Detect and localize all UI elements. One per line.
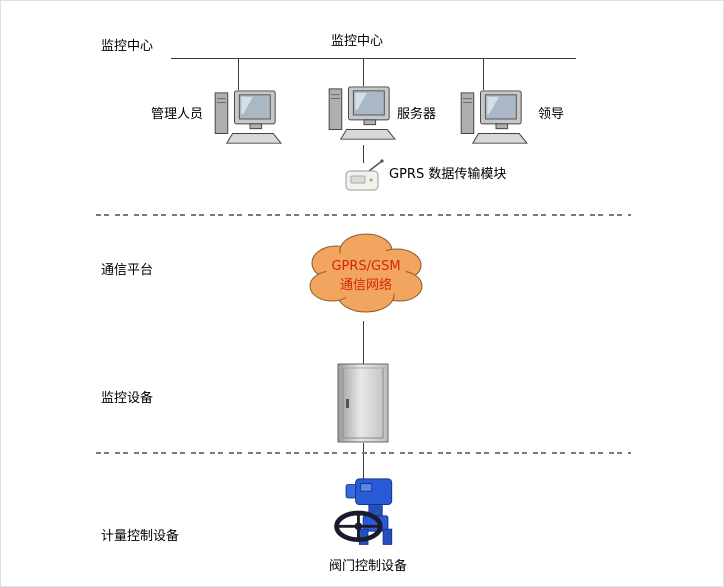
connector-cabinet-valve	[363, 443, 364, 479]
leader-label: 领导	[538, 107, 565, 122]
connector-cloud-cabinet	[363, 321, 364, 365]
drop-line-admin	[238, 58, 239, 90]
cloud-text-line1: GPRS/GSM	[331, 259, 400, 274]
drop-line-server	[363, 58, 364, 86]
backbone-line	[171, 58, 576, 59]
section-label-communication-platform: 通信平台	[101, 263, 154, 278]
gprs-module-icon	[341, 159, 391, 193]
computer-admin-icon	[211, 89, 289, 149]
computer-leader-icon	[457, 89, 535, 149]
cloud-text-line2: 通信网络	[340, 277, 392, 293]
network-cloud: GPRS/GSM 通信网络	[296, 225, 436, 325]
dashed-separator-2	[96, 452, 631, 454]
dashed-separator-1	[96, 214, 631, 216]
connector-server-module	[363, 145, 364, 163]
valve-icon	[329, 475, 405, 553]
computer-server-icon	[325, 85, 403, 145]
section-label-monitoring-center: 监控中心	[101, 39, 154, 54]
section-label-monitoring-device: 监控设备	[101, 391, 154, 406]
diagram-title: 监控中心	[331, 34, 384, 49]
section-label-metering-control-device: 计量控制设备	[101, 529, 180, 544]
valve-label: 阀门控制设备	[329, 559, 408, 574]
drop-line-leader	[483, 58, 484, 90]
cabinet-icon	[337, 363, 389, 443]
gprs-module-label: GPRS 数据传输模块	[389, 167, 507, 182]
server-label: 服务器	[397, 107, 437, 122]
admin-label: 管理人员	[151, 107, 204, 122]
